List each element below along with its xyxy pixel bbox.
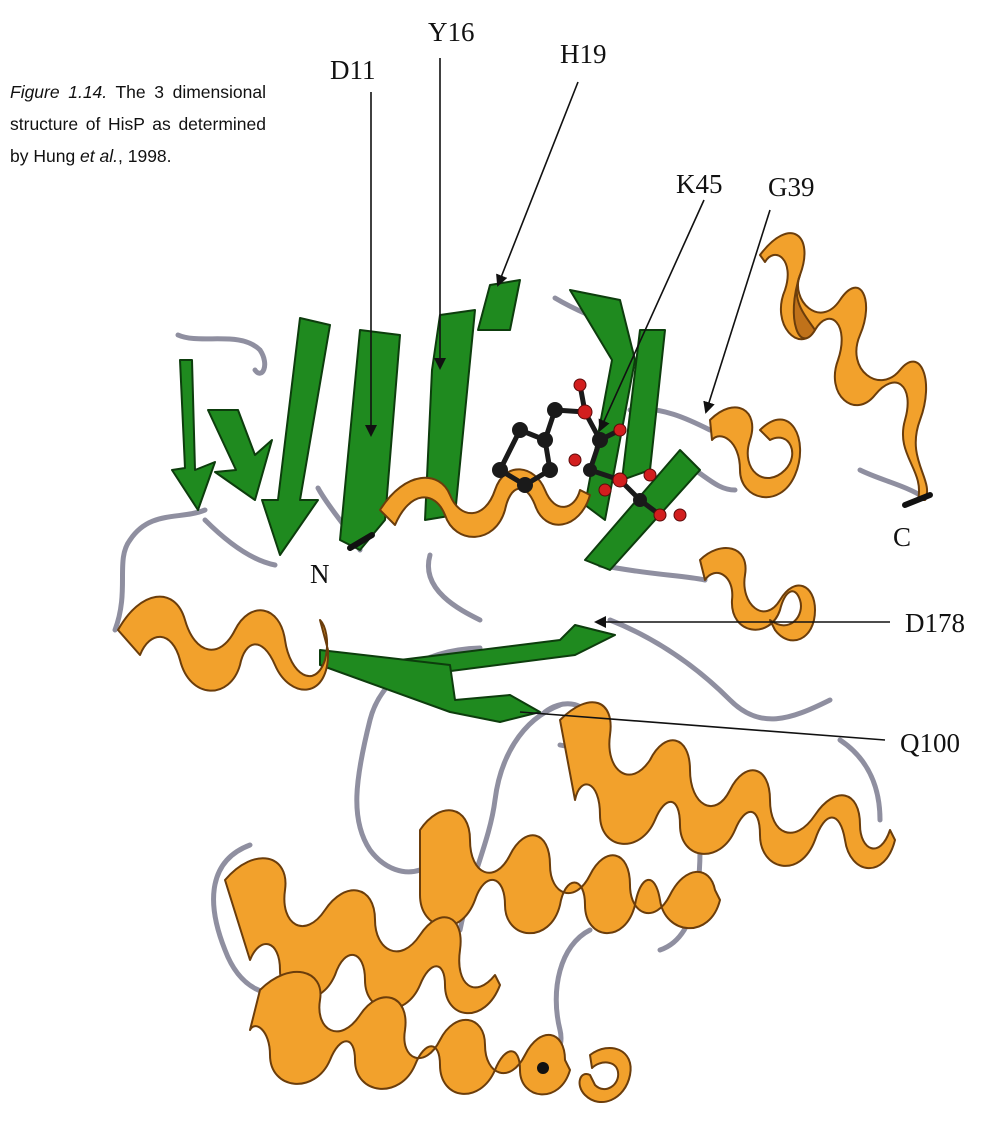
oxygen-atom xyxy=(613,473,627,487)
arrow-h19 xyxy=(498,82,578,285)
carbon-atom xyxy=(512,422,528,438)
coil-segment xyxy=(205,520,275,565)
helix-g39-segment xyxy=(710,407,800,497)
helix-turn xyxy=(760,233,927,500)
carbon-atom xyxy=(492,462,508,478)
carbon-atom xyxy=(547,402,563,418)
carbon-atom xyxy=(633,493,647,507)
label-y16: Y16 xyxy=(428,17,475,47)
oxygen-atom xyxy=(599,484,611,496)
carbon-atom xyxy=(537,432,553,448)
coil-segment xyxy=(428,555,480,620)
beta-strand-1 xyxy=(172,360,215,510)
helix-d178-segment xyxy=(700,548,815,640)
helix-central xyxy=(380,469,590,537)
label-n-terminus: N xyxy=(310,559,330,589)
label-g39: G39 xyxy=(768,172,815,202)
carbon-atom xyxy=(592,432,608,448)
oxygen-atom xyxy=(578,405,592,419)
oxygen-atom xyxy=(674,509,686,521)
label-q100: Q100 xyxy=(900,728,960,758)
beta-strand-3 xyxy=(262,318,330,555)
label-h19: H19 xyxy=(560,39,607,69)
carbon-atom xyxy=(583,463,597,477)
coil-segment xyxy=(695,470,735,490)
oxygen-atom xyxy=(574,379,586,391)
helix-left-long xyxy=(118,597,328,691)
helix-c-terminal xyxy=(760,233,927,500)
beta-strand-2 xyxy=(208,410,272,500)
label-c-terminus: C xyxy=(893,522,911,552)
label-d178: D178 xyxy=(905,608,965,638)
coil-segment xyxy=(600,565,705,580)
beta-strand-6-h19 xyxy=(478,280,520,330)
carbon-atom xyxy=(542,462,558,478)
arrow-g39 xyxy=(706,210,770,412)
helix-center-lower xyxy=(420,810,720,933)
label-k45: K45 xyxy=(676,169,723,199)
helix-bottom-tail xyxy=(580,1048,631,1102)
oxygen-atom xyxy=(654,509,666,521)
oxygen-atom xyxy=(644,469,656,481)
oxygen-atom xyxy=(614,424,626,436)
label-d11: D11 xyxy=(330,55,376,85)
oxygen-atom xyxy=(569,454,581,466)
carbon-atom xyxy=(517,477,533,493)
coil-end-dot xyxy=(537,1062,549,1074)
